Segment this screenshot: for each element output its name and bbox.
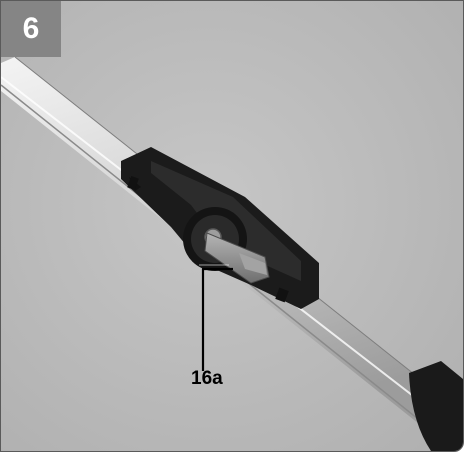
lower-sleeve xyxy=(409,361,463,451)
callout-leader-line xyxy=(201,267,233,371)
quick-release-lever xyxy=(204,232,270,284)
callout-label: 16a xyxy=(191,368,223,389)
step-number-badge: 6 xyxy=(1,1,61,57)
